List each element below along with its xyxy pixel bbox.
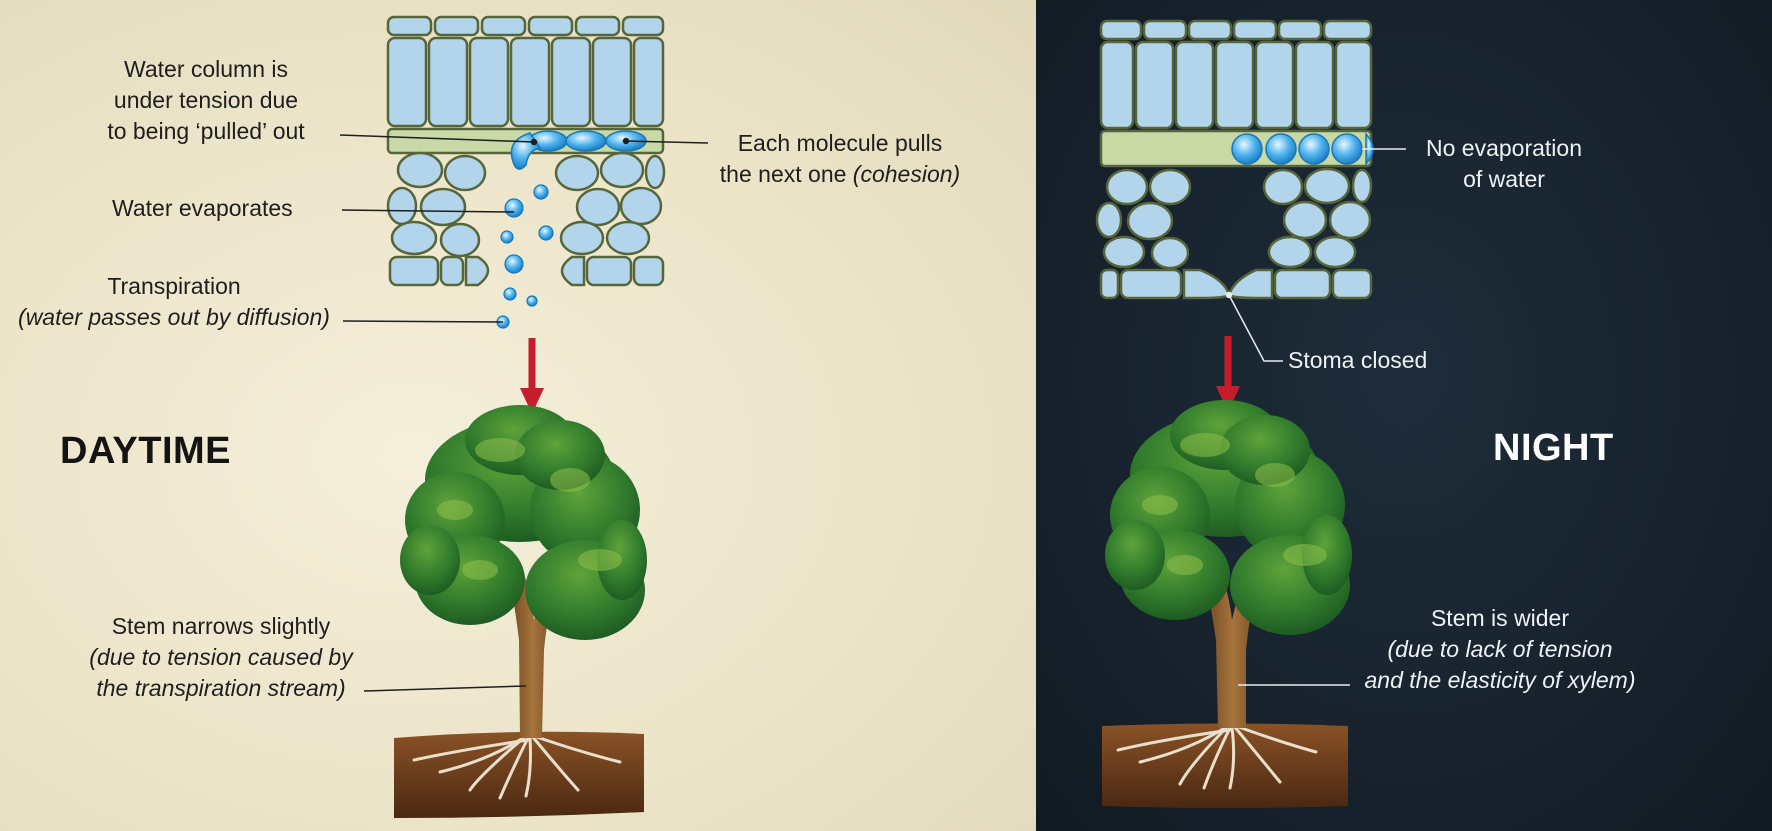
night-lower-epidermis [1099, 268, 1373, 300]
night-tree [1102, 400, 1352, 808]
transpiration-detail: (water passes out by diffusion) [18, 304, 330, 330]
molecule-pull-line-2: the next one (cohesion) [700, 159, 980, 190]
night-palisade-cells [1099, 40, 1373, 130]
day-water-molecules [510, 130, 647, 170]
no-evaporation-label: No evaporation of water [1404, 133, 1604, 195]
night-leader-lines [1225, 148, 1406, 686]
day-leaf-cross-section [386, 15, 666, 329]
molecule-pull-line-2-text: the next one [719, 161, 853, 187]
water-column-label: Water column is under tension due to bei… [78, 54, 334, 147]
water-evaporates-label: Water evaporates [112, 195, 293, 221]
molecule-pull-line-1: Each molecule pulls [737, 130, 943, 156]
water-column-line-2: under tension due [113, 87, 299, 113]
day-upper-epidermis [386, 15, 665, 37]
day-down-arrow [520, 338, 544, 414]
stoma-closed-label: Stoma closed [1288, 347, 1428, 373]
no-evaporation-line-1: No evaporation [1426, 135, 1582, 161]
transpiration-title: Transpiration [107, 273, 241, 299]
day-tree [394, 405, 647, 818]
night-foliage [1105, 400, 1352, 635]
transpiration-label: Transpiration (water passes out by diffu… [8, 271, 340, 333]
night-upper-epidermis [1099, 19, 1373, 41]
leader-molecule-pull [625, 140, 709, 144]
day-stem-label: Stem narrows slightly (due to tension ca… [80, 611, 362, 704]
night-title: NIGHT [1493, 427, 1614, 469]
leader-transpiration [342, 320, 504, 323]
leader-water-column [339, 134, 535, 143]
day-water-vapour-droplets [496, 184, 554, 329]
day-leader-lines [339, 134, 709, 692]
day-stem-detail-2: the transpiration stream) [96, 675, 346, 701]
night-roots [1116, 724, 1318, 790]
no-evaporation-line-2: of water [1463, 166, 1545, 192]
night-spongy-cells [1095, 167, 1373, 270]
night-stem-detail-1: (due to lack of tension [1387, 636, 1613, 662]
water-column-line-3: to being ‘pulled’ out [107, 118, 305, 144]
night-stem-title: Stem is wider [1430, 605, 1570, 631]
leader-day-stem [363, 685, 527, 692]
day-foliage-highlights [437, 438, 622, 580]
water-column-line-1: Water column is [123, 56, 289, 82]
daytime-title: DAYTIME [60, 430, 232, 472]
night-stem-detail-2: and the elasticity of xylem) [1364, 667, 1636, 693]
day-spongy-cells [386, 151, 666, 258]
night-water-molecules [1231, 132, 1374, 166]
night-foliage-highlights [1142, 433, 1327, 575]
leader-stoma-closed [1228, 294, 1283, 362]
day-stem-detail-1: (due to tension caused by [89, 644, 353, 670]
day-lower-epidermis [388, 255, 665, 287]
leader-water-evaporates [341, 209, 515, 213]
night-stem-label: Stem is wider (due to lack of tension an… [1352, 603, 1648, 696]
night-down-arrow [1216, 336, 1240, 412]
day-roots [412, 734, 622, 800]
cohesion-term: (cohesion) [852, 161, 961, 187]
molecule-pull-label: Each molecule pulls the next one (cohesi… [700, 128, 980, 190]
night-leaf-cross-section [1095, 19, 1374, 300]
day-stem-title: Stem narrows slightly [111, 613, 331, 639]
day-soil [394, 731, 644, 818]
day-palisade-cells [386, 36, 665, 128]
